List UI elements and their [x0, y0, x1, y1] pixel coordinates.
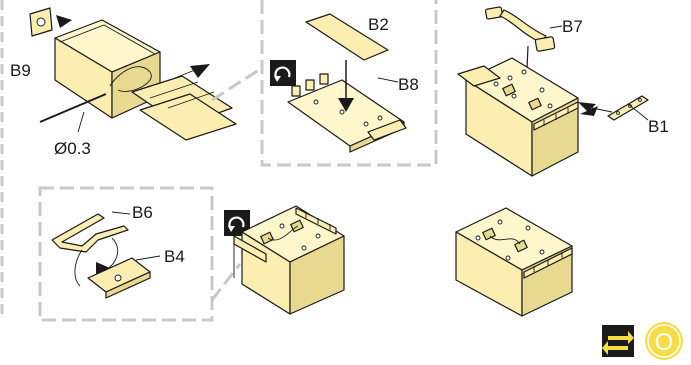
step-5-finished-box — [455, 207, 573, 317]
box-flap-lower — [139, 93, 237, 141]
label-b8: B8 — [398, 75, 419, 94]
flap-arrow — [190, 64, 210, 78]
step-4-detail — [51, 211, 161, 299]
label-b7: B7 — [562, 17, 583, 36]
label-b2: B2 — [368, 15, 389, 34]
down-arrow — [338, 98, 354, 112]
b1-strip — [607, 95, 649, 121]
circle-badge-icon: O — [645, 322, 683, 360]
b9-arrow — [56, 15, 72, 28]
badge-letter: O — [655, 329, 674, 356]
label-b4: B4 — [164, 247, 185, 266]
box3-side — [531, 97, 579, 177]
rotate-icon — [270, 60, 296, 86]
step-4-box — [224, 205, 345, 315]
box5-side — [521, 245, 573, 317]
b9-plate — [29, 7, 53, 37]
zoom-callout-bottom — [210, 263, 242, 301]
zoom-callout-top — [211, 66, 263, 102]
step-3-closed-box — [457, 6, 649, 177]
step-1-open-box — [29, 7, 237, 141]
label-b9: B9 — [10, 61, 31, 80]
label-b6: B6 — [132, 203, 153, 222]
label-b1: B1 — [648, 117, 669, 136]
wire-loop — [109, 66, 152, 92]
b7-handle — [484, 6, 556, 52]
step-2-detail — [270, 13, 407, 153]
zoom-frame-bottom — [38, 186, 214, 322]
label-wire-diameter: Ø0.3 — [54, 139, 91, 158]
zoom-frame-top — [260, 0, 438, 167]
b6-frame — [51, 213, 129, 253]
box4-side — [289, 235, 345, 315]
b2-strip — [305, 13, 389, 61]
swap-arrows-icon[interactable] — [602, 325, 634, 357]
wire-rod — [39, 93, 107, 123]
